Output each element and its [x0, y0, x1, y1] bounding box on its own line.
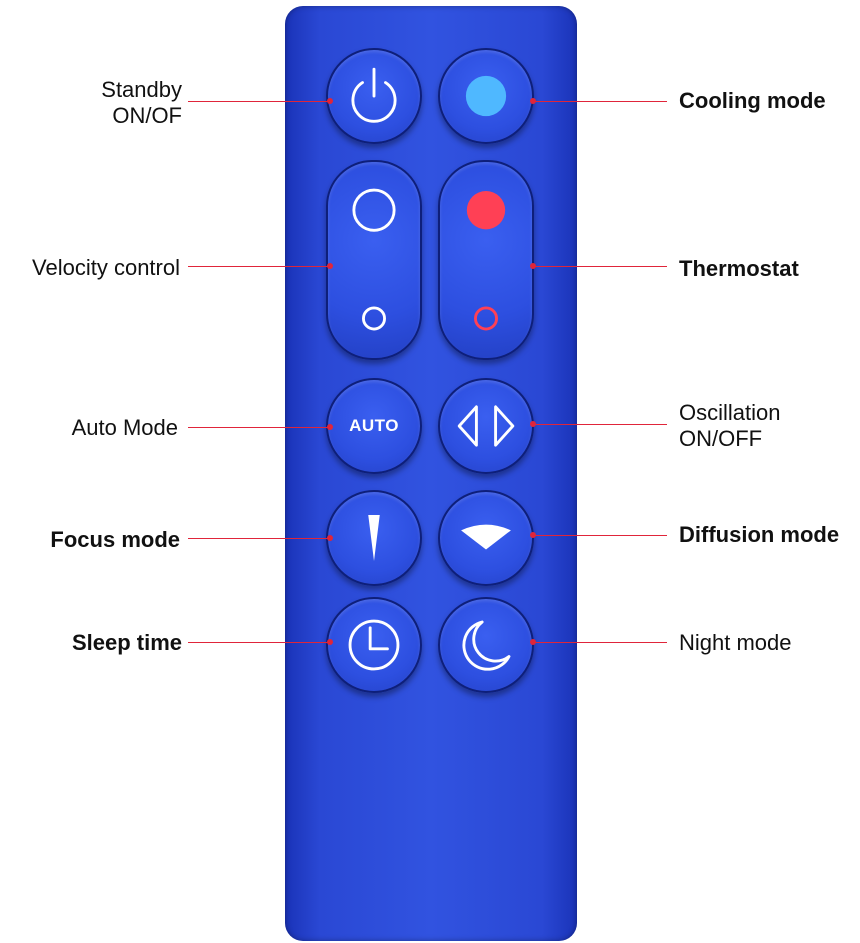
velocity-leader-dot [327, 263, 333, 269]
standby-label-line2: ON/OF [112, 103, 182, 128]
auto-mode-label: Auto Mode [8, 415, 178, 441]
thermostat-button[interactable] [438, 160, 534, 360]
diffusion-mode-label-text: Diffusion mode [679, 522, 840, 547]
moon-icon [462, 620, 511, 671]
sleep-leader-line [188, 642, 330, 643]
sleep-time-label-text: Sleep time [71, 630, 182, 655]
standby-label: Standby ON/OF [12, 77, 182, 129]
blue-dot-icon [465, 75, 507, 117]
narrow-beam-icon [368, 515, 380, 561]
power-icon [351, 67, 397, 123]
thermostat-label-text: Thermostat [679, 256, 799, 281]
sleep-timer-button[interactable] [326, 597, 422, 693]
thermostat-label: Thermostat [679, 256, 854, 282]
cooling-mode-label: Cooling mode [679, 88, 854, 114]
oscillation-button[interactable] [438, 378, 534, 474]
auto-leader-line [188, 427, 330, 428]
oscillation-label-line2: ON/OFF [679, 426, 763, 451]
standby-leader-line [188, 101, 330, 102]
thermostat-leader-dot [530, 263, 536, 269]
oscillation-leader-line [533, 424, 667, 425]
oscillation-label-line1: Oscillation [679, 400, 781, 425]
cooling-leader-line [533, 101, 667, 102]
cooling-mode-button[interactable] [438, 48, 534, 144]
night-mode-label: Night mode [679, 630, 854, 656]
oscillation-label: Oscillation ON/OFF [679, 400, 854, 452]
cooling-leader-dot [530, 98, 536, 104]
standby-button[interactable] [326, 48, 422, 144]
circle-large-small-icon [352, 188, 396, 331]
night-mode-button[interactable] [438, 597, 534, 693]
auto-leader-dot [327, 424, 333, 430]
focus-leader-dot [327, 535, 333, 541]
diffusion-mode-button[interactable] [438, 490, 534, 586]
auto-button-label: AUTO [349, 416, 399, 435]
diffusion-mode-label: Diffusion mode [679, 522, 857, 548]
left-right-arrows-icon [457, 405, 515, 447]
focus-leader-line [188, 538, 330, 539]
sleep-time-label: Sleep time [12, 630, 182, 656]
diffusion-leader-dot [530, 532, 536, 538]
velocity-label: Velocity control [0, 255, 180, 281]
night-mode-label-text: Night mode [679, 630, 792, 655]
standby-label-line1: Standby [101, 77, 182, 102]
velocity-leader-line [188, 266, 330, 267]
focus-mode-label: Focus mode [10, 527, 180, 553]
cooling-mode-label-text: Cooling mode [679, 88, 826, 113]
auto-mode-label-text: Auto Mode [71, 415, 178, 440]
night-leader-dot [530, 639, 536, 645]
focus-mode-label-text: Focus mode [50, 527, 180, 552]
velocity-label-text: Velocity control [32, 255, 180, 280]
diffusion-leader-line [533, 535, 667, 536]
thermostat-leader-line [533, 266, 667, 267]
sleep-leader-dot [327, 639, 333, 645]
auto-mode-button[interactable]: AUTO [326, 378, 422, 474]
night-leader-line [533, 642, 667, 643]
red-dot-icon [466, 191, 506, 331]
remote-control-body [285, 6, 577, 941]
oscillation-leader-dot [530, 421, 536, 427]
clock-icon [348, 619, 400, 671]
focus-mode-button[interactable] [326, 490, 422, 586]
standby-leader-dot [327, 98, 333, 104]
wide-beam-icon [461, 524, 511, 550]
velocity-control-button[interactable] [326, 160, 422, 360]
